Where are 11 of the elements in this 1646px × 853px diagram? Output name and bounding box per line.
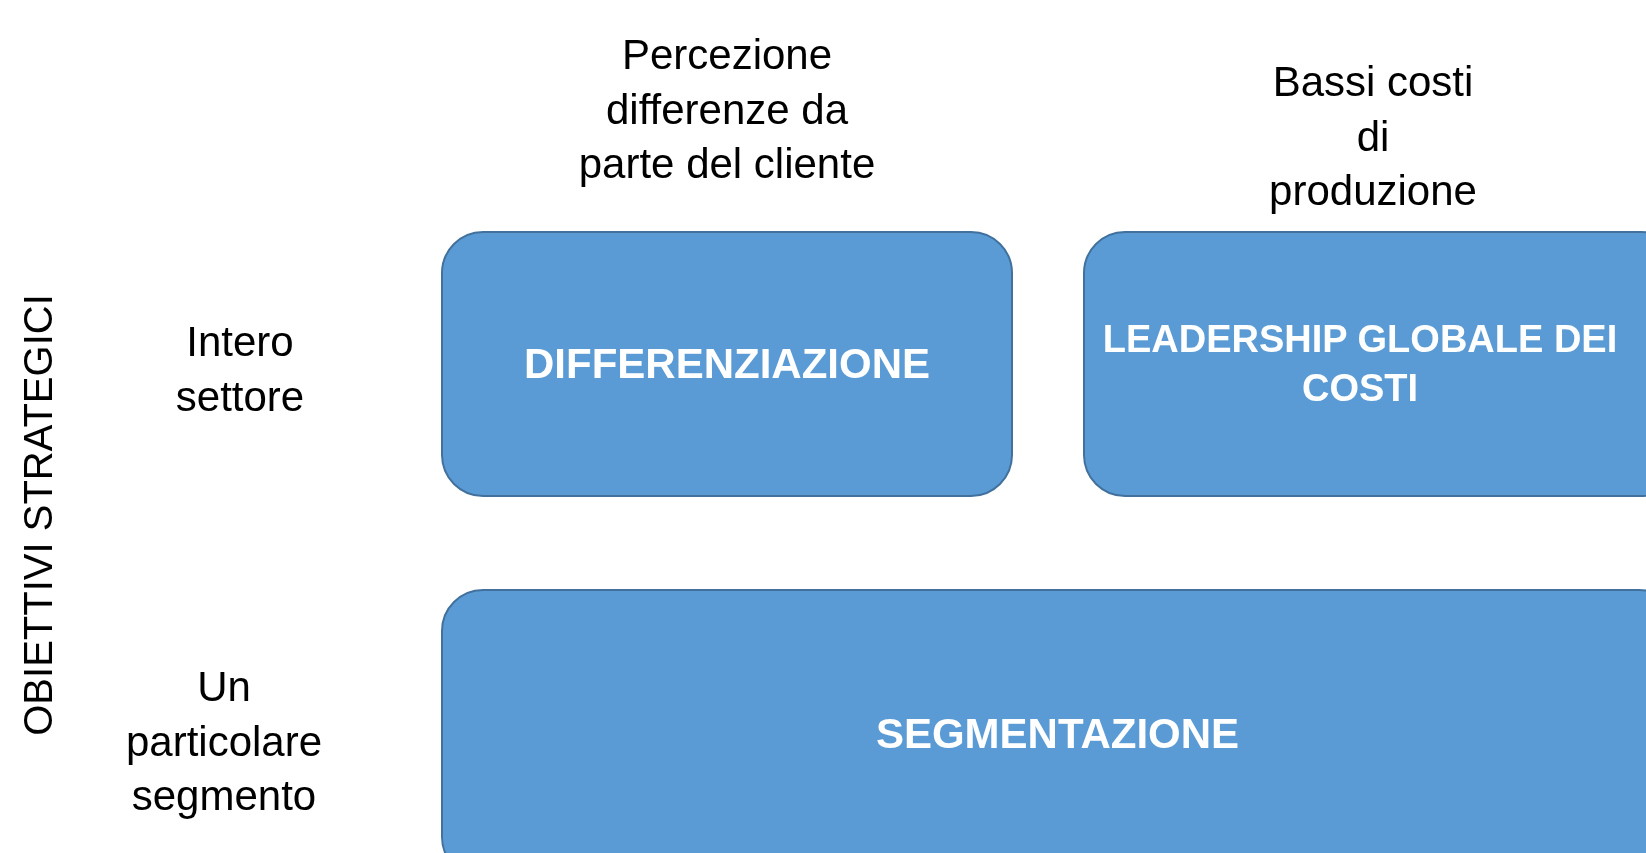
row-header: Un particolare segmento [124, 662, 324, 822]
column-header: Bassi costi di produzione [1268, 57, 1478, 217]
column-header: Percezione differenze da parte del cliente [577, 30, 877, 190]
row-header: Intero settore [174, 317, 306, 422]
box-label: LEADERSHIP GLOBALE DEI COSTI [1101, 316, 1619, 411]
strategy-box [441, 589, 1646, 853]
axis-title: OBIETTIVI STRATEGICI [15, 293, 61, 738]
box-label: SEGMENTAZIONE [874, 708, 1241, 759]
strategy-box [441, 231, 1013, 497]
strategy-box [1083, 231, 1646, 497]
box-label: DIFFERENZIAZIONE [524, 338, 930, 389]
